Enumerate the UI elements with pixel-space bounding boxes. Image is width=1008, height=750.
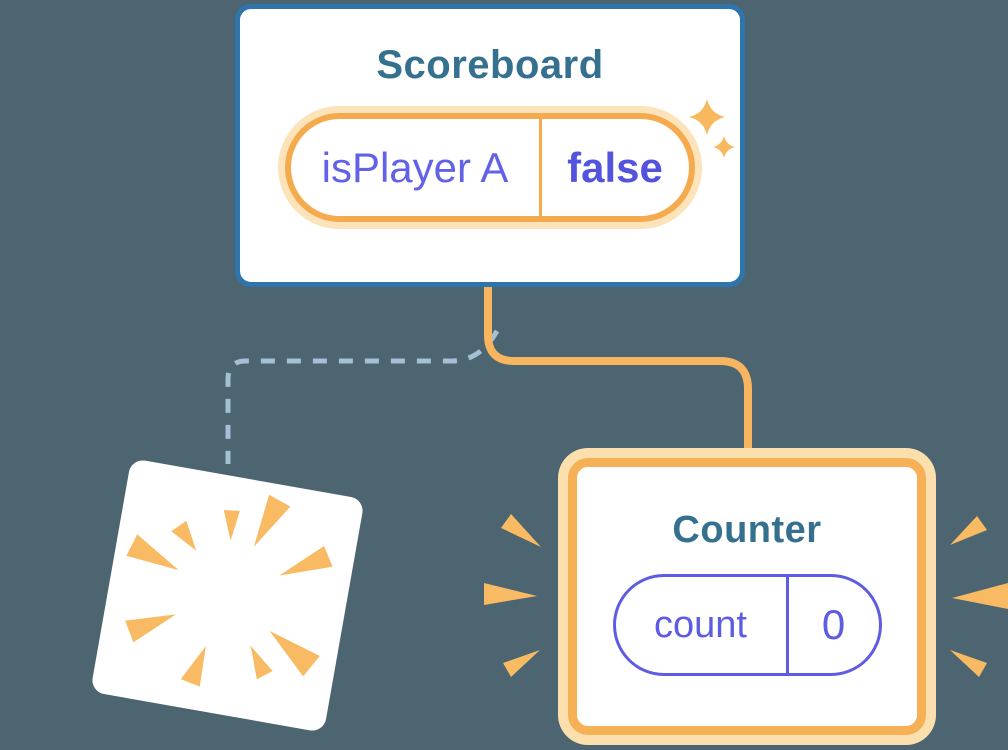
sparkles-icon <box>689 99 735 158</box>
state-key-label: isPlayer A <box>321 143 509 191</box>
poof-square <box>90 458 365 733</box>
poof-burst-icon <box>125 494 333 687</box>
counter-state-pill: count 0 <box>612 574 882 676</box>
state-value-label: false <box>567 143 663 191</box>
connector-dashed-line <box>225 329 500 464</box>
connector-solid-line <box>484 285 752 458</box>
scoreboard-state-pill: isPlayer A false <box>278 106 702 229</box>
emphasis-lines-right-icon <box>950 516 1008 677</box>
emphasis-lines-left-icon <box>484 514 541 677</box>
state-value-label: 0 <box>821 601 846 648</box>
counter-title: Counter <box>672 509 822 551</box>
scoreboard-card: Scoreboard isPlayer A false <box>235 4 745 287</box>
state-key-label: count <box>654 603 747 646</box>
scoreboard-title: Scoreboard <box>376 43 604 87</box>
state-pill-divider <box>785 577 789 673</box>
scoreboard-state-pill-wrap: isPlayer A false <box>278 106 702 229</box>
state-pill-divider <box>539 119 542 216</box>
counter-card: Counter count 0 <box>558 448 936 745</box>
